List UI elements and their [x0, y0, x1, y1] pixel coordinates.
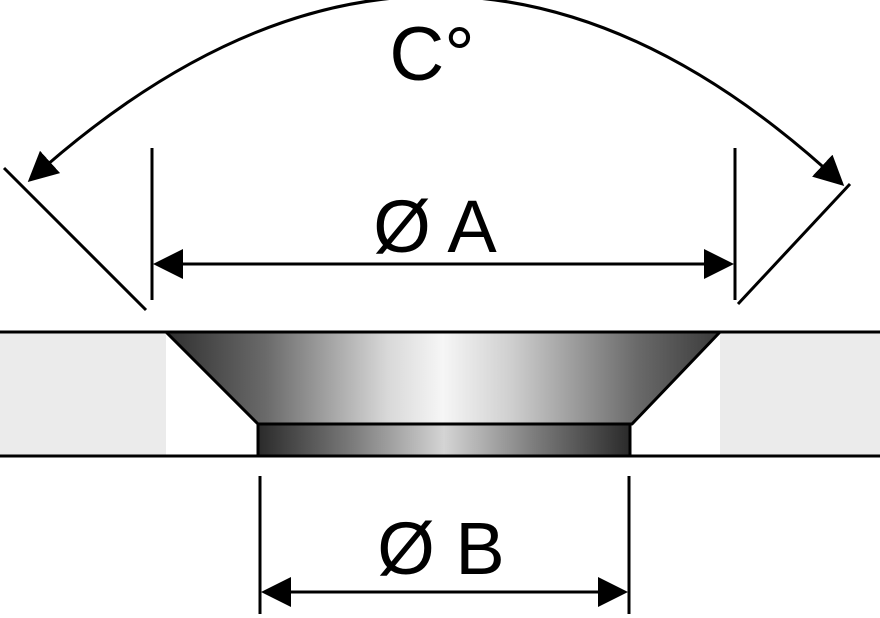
diameter-a-label: Ø A [373, 185, 497, 268]
through-hole-bore [256, 422, 632, 458]
plate-right [720, 332, 880, 456]
countersink-cone [164, 330, 722, 426]
angle-extension-right [736, 182, 852, 306]
plate-left [0, 332, 166, 456]
angle-arc [27, 0, 845, 187]
angle-label: C° [389, 12, 474, 97]
angle-extension-left [2, 166, 148, 312]
diameter-b-label: Ø B [377, 507, 504, 590]
